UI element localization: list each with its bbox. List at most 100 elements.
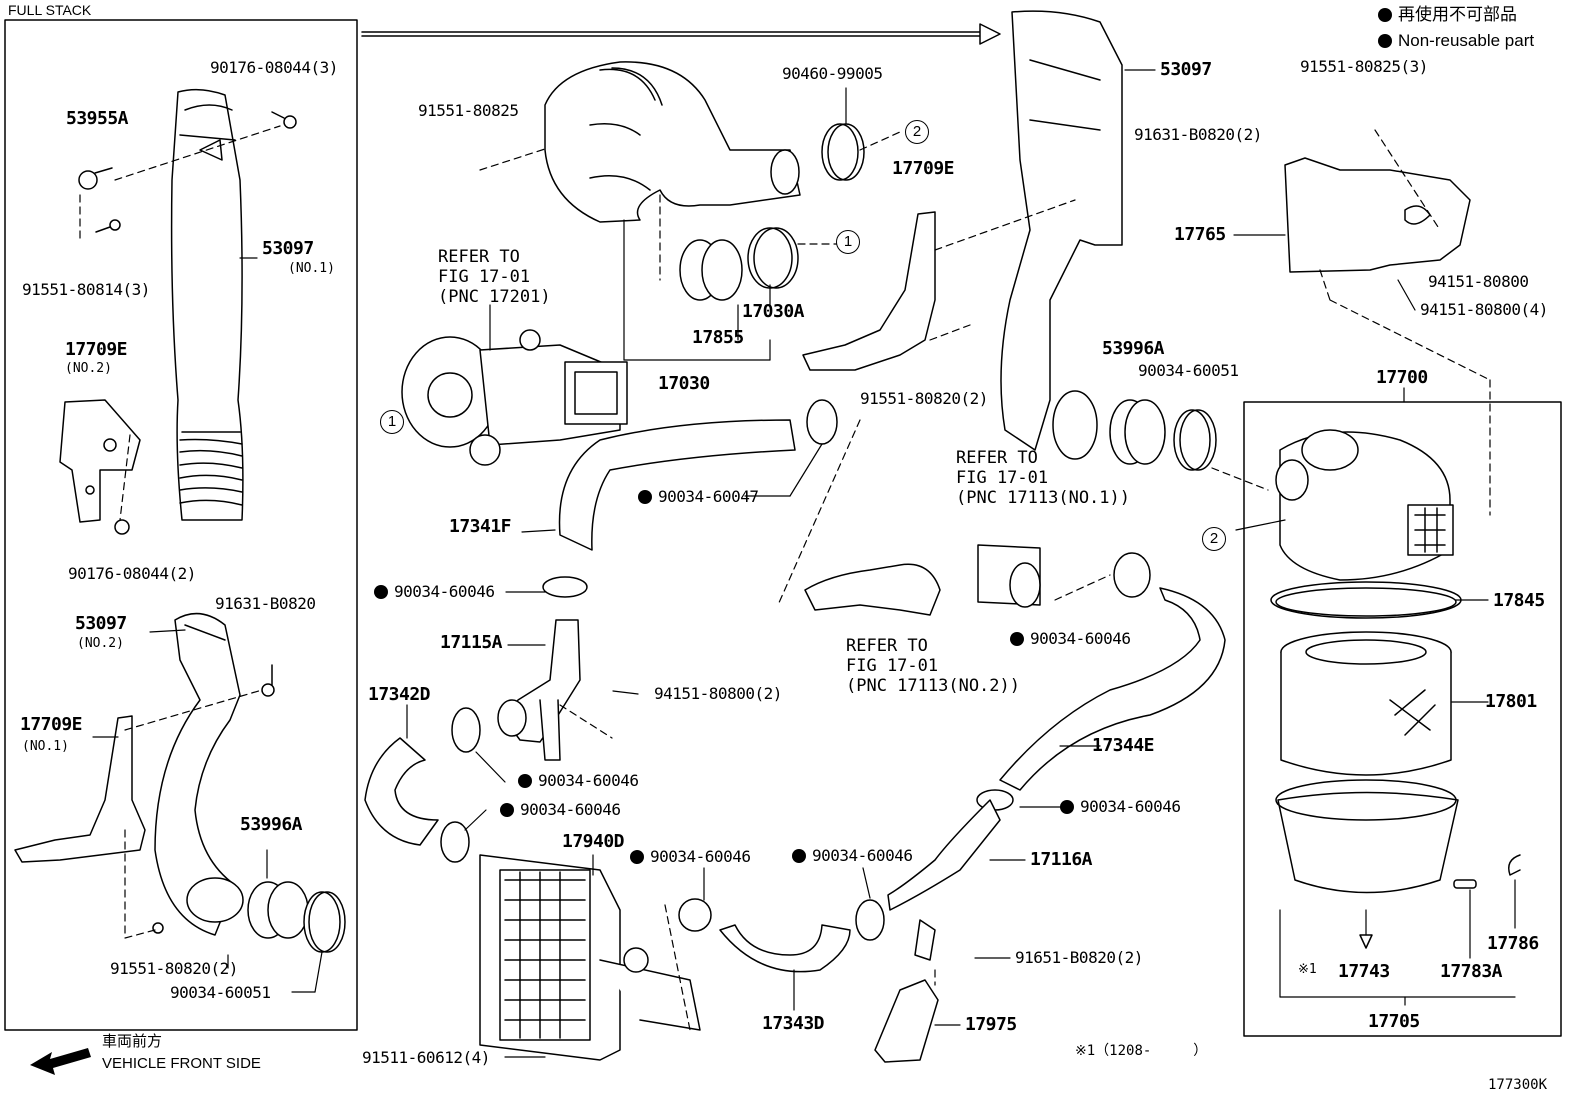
pn-90034-60051-right: 90034-60051 [1138,361,1239,380]
full-stack-frame [4,19,358,1031]
pn-17030: 17030 [658,373,710,394]
clamps-center [440,399,1151,941]
note-no1: (NO.1) [288,261,335,276]
water-outlet-ref [804,544,1041,616]
intake-pipe-17030 [544,61,801,223]
hose-17344e [999,587,1226,791]
pn-17116a: 17116A [1030,849,1093,870]
pn-17341f: 17341F [449,516,512,537]
pn-91551-80820-2-center: 91551-80820(2) [860,389,988,408]
vehicle-front-jp: 車両前方 [102,1033,163,1050]
pn-91631-b0820-2: 91631-B0820(2) [1134,125,1262,144]
pn-53996a-left: 53996A [240,814,303,835]
pn-17344e: 17344E [1092,735,1155,756]
bracket-17709e-no2 [59,399,141,523]
pn-90034-60047: 90034-60047 [638,489,759,505]
pn-17975: 17975 [965,1014,1017,1035]
valve-17743 [1359,934,1373,949]
pn-17709e-no2: 17709E [65,339,128,360]
air-cleaner-housing-17700 [1275,429,1454,581]
legend-jp: 再使用不可部品 [1378,6,1517,23]
pn-17845: 17845 [1493,590,1545,611]
element-17801 [1280,631,1452,776]
pn-53996a-right: 53996A [1102,338,1165,359]
plate-17975 [874,979,939,1063]
pn-17801: 17801 [1485,691,1537,712]
pn-91551-80814-3: 91551-80814(3) [22,280,150,299]
pn-17786: 17786 [1487,933,1539,954]
pn-91651-b0820-2: 91651-B0820(2) [1015,948,1143,967]
callout-1-turbo: 1 [380,410,404,434]
snorkel-duct-no1 [170,88,244,521]
callout-1-intake: 1 [836,230,860,254]
intercooler-17940d [479,854,701,1061]
sleeve-17855 [679,239,743,301]
vehicle-front-en: VEHICLE FRONT SIDE [102,1055,261,1072]
note-no1b: (NO.1) [22,739,69,754]
hose-17341f [558,419,796,551]
pn-17709e-no1: 17709E [20,714,83,735]
cap-17705 [1275,779,1459,894]
pn-90034-60051-left: 90034-60051 [170,983,271,1002]
full-stack-label: FULL STACK [8,2,92,18]
pn-90034-60046-d: 90034-60046 [630,849,751,865]
figure-id: 177300K [1488,1077,1548,1093]
pn-17940d: 17940D [562,831,625,852]
callout-2-intake: 2 [905,120,929,144]
ref-turbo: REFER TO FIG 17-01 (PNC 17201) [438,247,551,307]
pn-94151-80800-4: 94151-80800(4) [1420,300,1548,319]
snorkel-53097-right [1000,10,1123,460]
air-cleaner-frame [1243,401,1562,1037]
pn-90460-99005: 90460-99005 [782,64,883,83]
pn-17709e-center: 17709E [892,158,955,179]
hose-17342d [364,737,439,846]
pipe-17115a [497,619,581,761]
pn-94151-80800: 94151-80800 [1428,272,1529,291]
front-arrow-icon [30,1048,91,1075]
serial-note: ※1（1208- ） [1075,1043,1208,1059]
clamp-90460 [821,123,865,181]
sleeve-53996a-right [1109,399,1166,465]
sleeve-53996a-left [247,881,309,939]
ref-water-outlet-2: REFER TO FIG 17-01 (PNC 17113(NO.2)) [846,636,1020,696]
pn-17343d: 17343D [762,1013,825,1034]
pn-53097-no1: 53097 [262,238,314,259]
pn-91511-60612-4: 91511-60612(4) [362,1048,490,1067]
pn-53097-no2: 53097 [75,613,127,634]
pn-90034-60046-a: 90034-60046 [374,584,495,600]
pn-17030a: 17030A [742,301,805,322]
pn-94151-80800-2: 94151-80800(2) [654,684,782,703]
clip-17786 [1508,854,1521,876]
pn-53955a: 53955A [66,108,129,129]
bolt-icons-left [78,111,297,934]
clamp-90034-60051-right [1173,409,1217,471]
pn-17700: 17700 [1376,367,1428,388]
dashed-lines [79,125,1491,1031]
pn-90034-60046-e: 90034-60046 [792,848,913,864]
note-no2: (NO.2) [65,361,112,376]
pn-91551-80825: 91551-80825 [418,101,519,120]
pn-90176-08044-2: 90176-08044(2) [68,564,196,583]
pn-17783a: 17783A [1440,961,1503,982]
ref-water-outlet-1: REFER TO FIG 17-01 (PNC 17113(NO.1)) [956,448,1130,508]
pn-17765: 17765 [1174,224,1226,245]
callout-2-air-cleaner: 2 [1202,527,1226,551]
clamp-90034-60051-left [303,891,346,953]
pn-90034-60046-g: 90034-60046 [1060,799,1181,815]
pn-17342d: 17342D [368,684,431,705]
pn-17115a: 17115A [440,632,503,653]
pn-91551-80825-3: 91551-80825(3) [1300,57,1428,76]
pn-90034-60046-f: 90034-60046 [1010,631,1131,647]
pin-17783a [1453,879,1477,889]
note-no2b: (NO.2) [77,636,124,651]
pn-17705: 17705 [1368,1011,1420,1032]
pn-90034-60046-b: 90034-60046 [518,773,639,789]
full-stack-arrow [361,23,1001,45]
pn-17855: 17855 [692,327,744,348]
bracket-17709e-no1 [14,715,146,863]
bracket-17709e-center [802,211,936,371]
legend-en: Non-reusable part [1378,32,1534,49]
pn-91551-80820-2-left: 91551-80820(2) [110,959,238,978]
clamp-17030a [747,227,799,289]
